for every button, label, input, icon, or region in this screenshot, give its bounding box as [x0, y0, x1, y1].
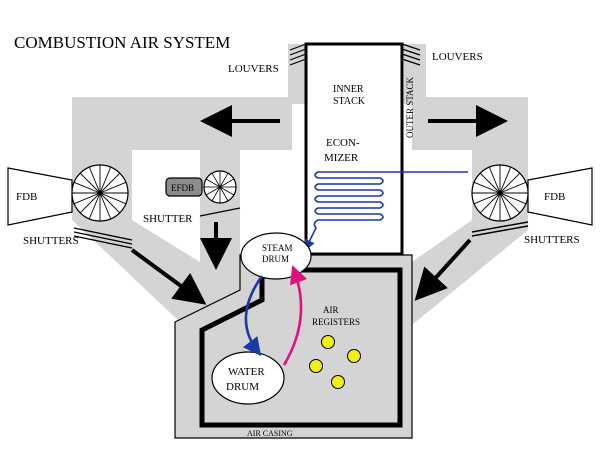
label-louvers-left: LOUVERS — [228, 63, 279, 75]
label-louvers-right: LOUVERS — [432, 51, 483, 63]
label-fdb-right: FDB — [544, 191, 565, 203]
label-shutter: SHUTTER — [143, 213, 193, 225]
label-shutters-right: SHUTTERS — [524, 234, 580, 246]
fdb-left-icon — [7, 164, 129, 226]
efdb-icon — [165, 170, 237, 204]
louvers-right-icon — [401, 43, 421, 66]
louver-stub-right — [404, 44, 426, 104]
label-economizer-1: ECON- — [326, 137, 360, 149]
duct-efdb-stub — [200, 150, 240, 262]
label-water-drum-2: DRUM — [226, 381, 259, 393]
fdb-right-icon — [471, 164, 593, 226]
airflow-arrows — [130, 105, 508, 305]
duct-top-right — [412, 97, 528, 150]
label-inner-stack-1: INNER — [333, 84, 364, 95]
airflow-arrow-right-diagonal — [414, 238, 472, 301]
economizer-coil-icon — [304, 171, 468, 251]
label-shutters-left: SHUTTERS — [23, 235, 79, 247]
air-casing-outline — [174, 254, 413, 439]
label-outer-stack: OUTER STACK — [405, 76, 415, 138]
label-economizer-2: MIZER — [324, 152, 359, 164]
label-inner-stack-2: STACK — [333, 96, 366, 107]
label-efdb: EFDB — [171, 183, 194, 193]
duct-top-left — [72, 97, 292, 150]
riser-flow-arrow — [282, 265, 308, 366]
airflow-arrow-left-diagonal — [130, 248, 207, 305]
shutters-left-icon — [73, 227, 133, 249]
label-air-registers-2: REGISTERS — [312, 317, 360, 327]
air-registers-icon — [309, 335, 361, 389]
louvers-left-icon — [289, 43, 307, 66]
boiler-outline — [199, 267, 403, 428]
duct-right-diagonal — [412, 220, 528, 325]
water-drum-icon — [211, 351, 285, 405]
label-steam-drum-1: STEAM — [262, 243, 293, 253]
diagram-title: COMBUSTION AIR SYSTEM — [14, 33, 230, 52]
shutter-efdb-icon — [199, 207, 241, 217]
label-air-casing: AIR CASING — [247, 429, 293, 438]
label-steam-drum-2: DRUM — [262, 254, 289, 264]
label-water-drum-1: WATER — [228, 366, 265, 378]
label-air-registers-1: AIR — [323, 305, 339, 315]
inner-stack — [304, 42, 404, 256]
label-fdb-left: FDB — [16, 191, 37, 203]
shutters-right-icon — [471, 221, 529, 237]
downcomer-flow-arrow — [242, 275, 264, 357]
